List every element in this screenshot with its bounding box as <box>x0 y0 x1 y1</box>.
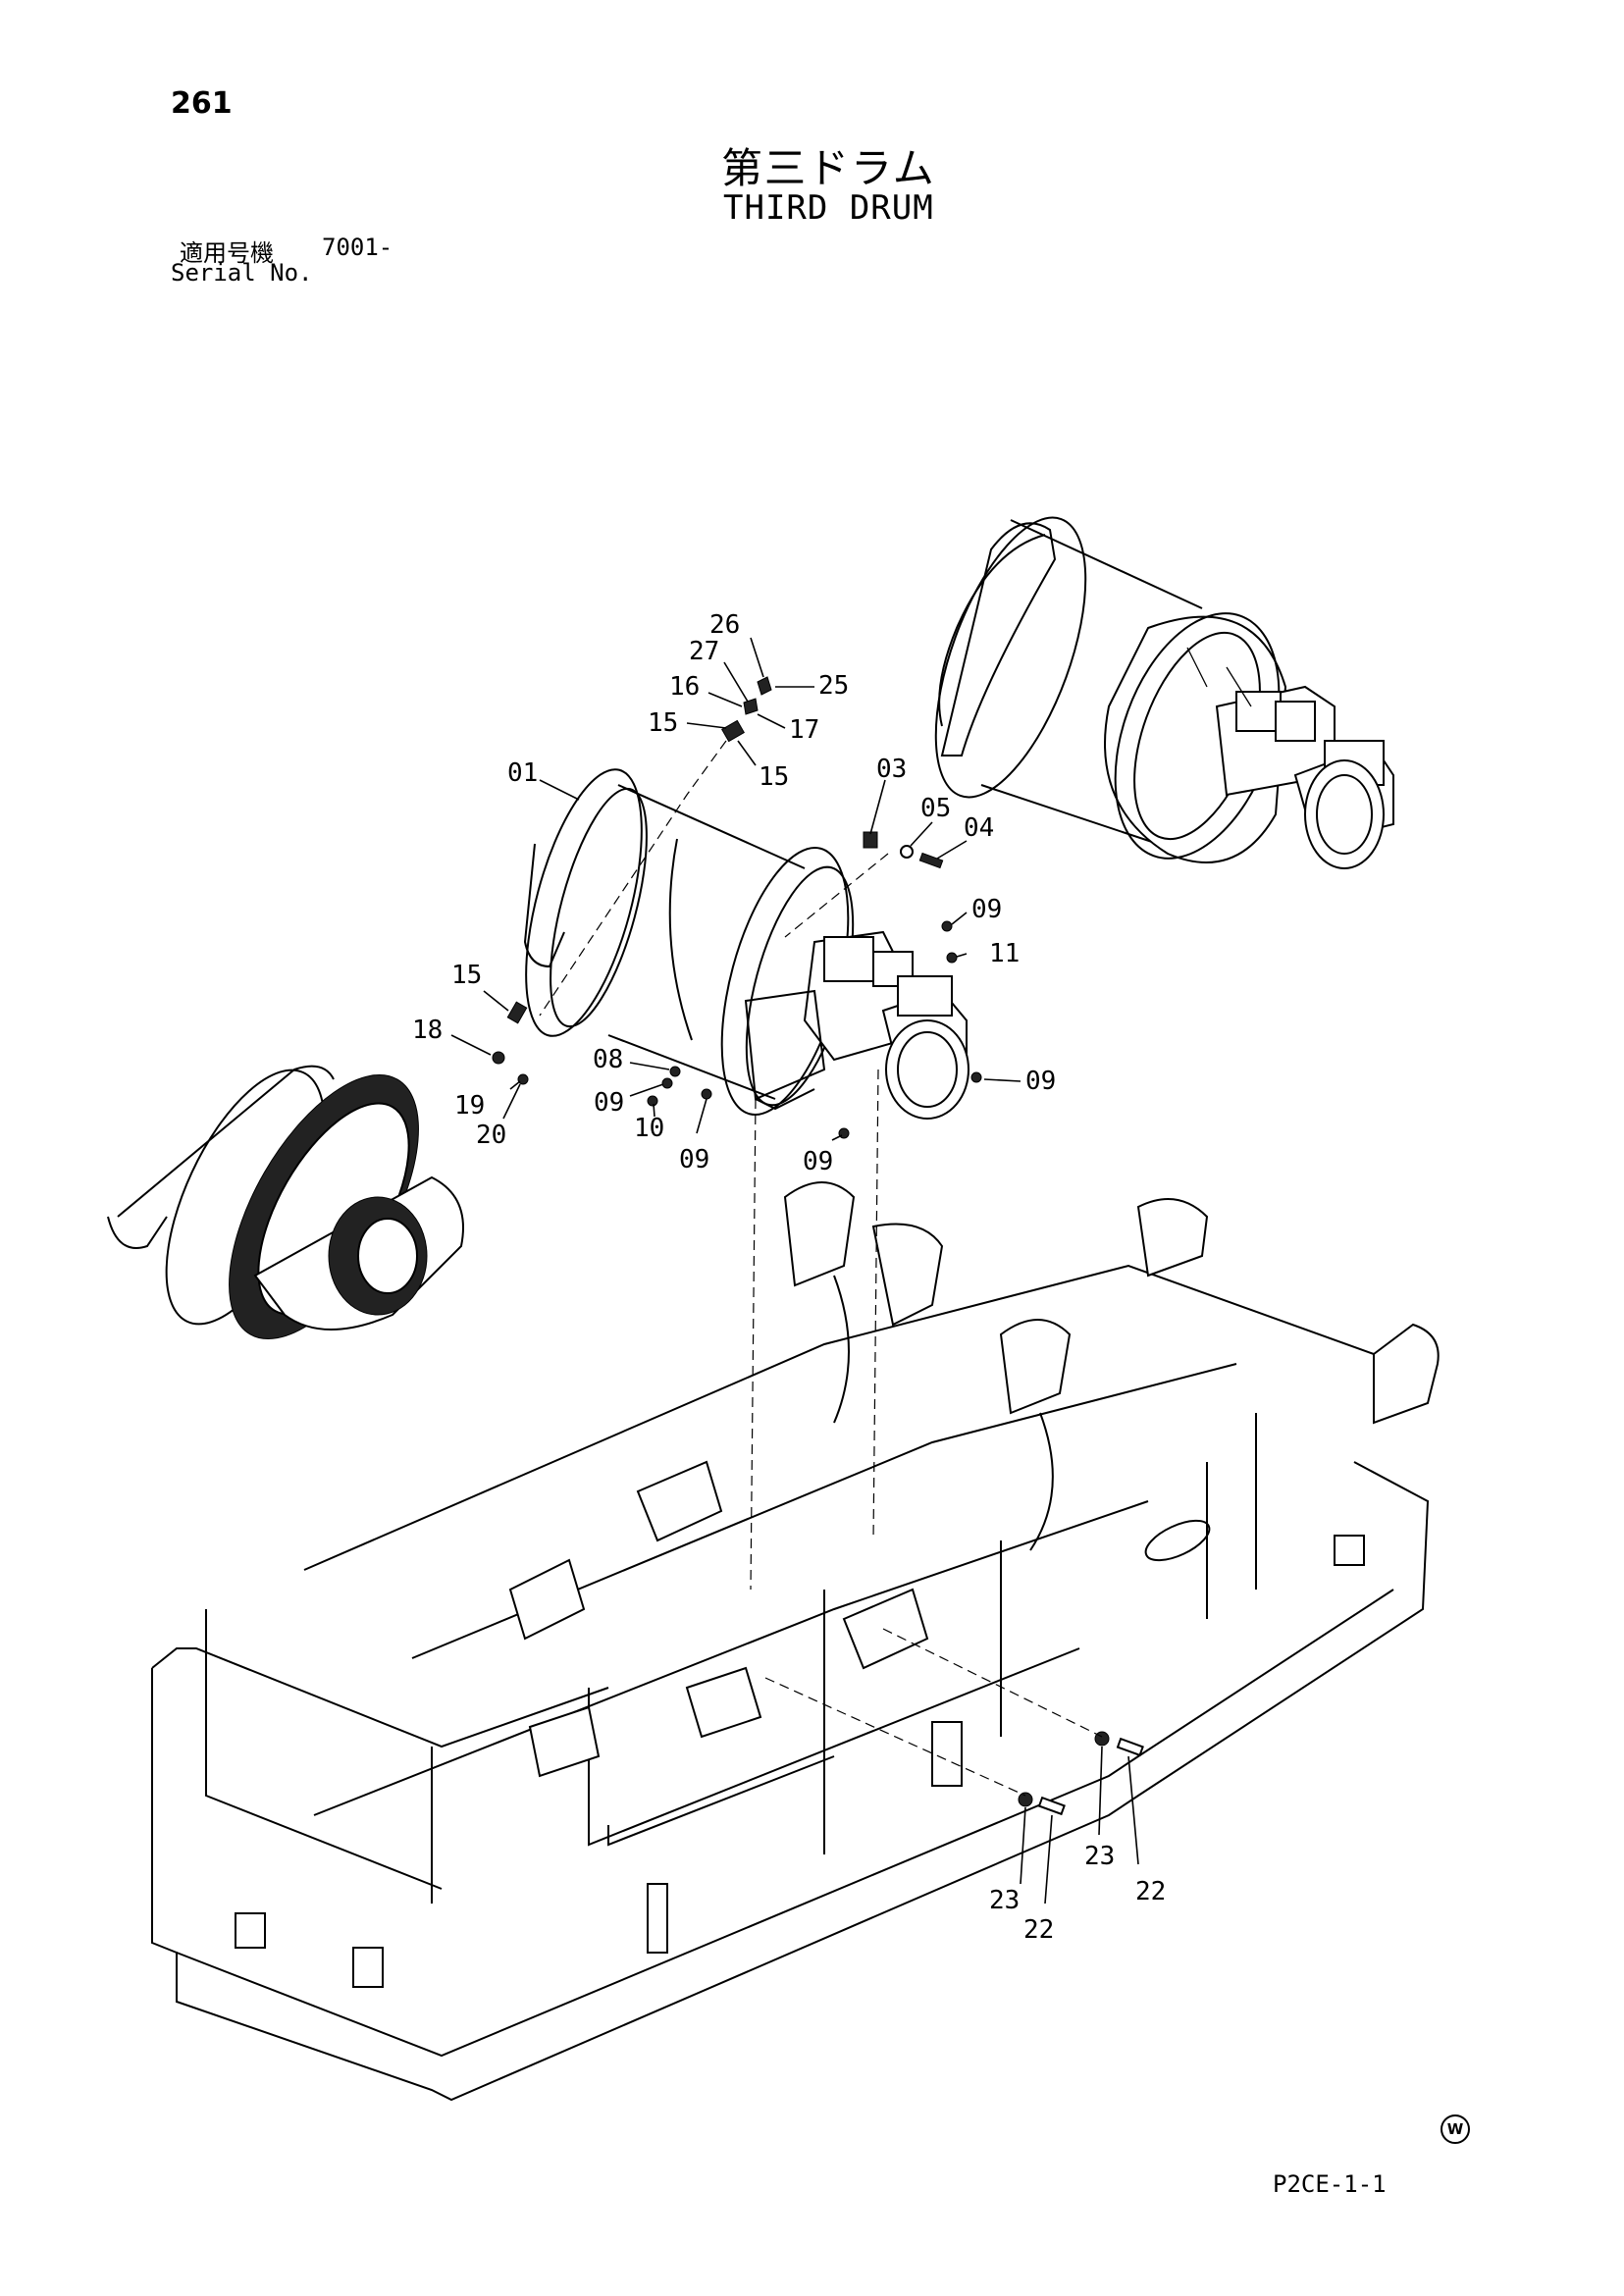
callout-label: 01 <box>507 758 538 788</box>
callouts: 26 27 25 16 17 15 15 01 03 05 04 09 11 1… <box>412 610 1166 1945</box>
serial-label-japanese: 適用号機 <box>180 239 274 267</box>
callout-label: 10 <box>634 1114 664 1143</box>
callout-label: 27 <box>689 637 719 666</box>
callout-label: 25 <box>818 671 849 701</box>
callout-label: 08 <box>593 1045 623 1074</box>
callout-label: 09 <box>971 895 1002 924</box>
callout-label: 17 <box>789 715 819 745</box>
callout-label: 18 <box>412 1016 443 1045</box>
callout-label: 26 <box>709 610 740 640</box>
callout-label: 09 <box>803 1147 833 1176</box>
clutch-assembly <box>107 1065 464 1340</box>
w-mark-icon: W <box>1441 2114 1470 2144</box>
callout-label: 15 <box>759 762 789 792</box>
callout-label: 04 <box>964 813 994 843</box>
callout-label: 20 <box>476 1121 506 1150</box>
callout-label: 23 <box>989 1886 1020 1915</box>
callout-label: 23 <box>1084 1842 1115 1871</box>
figure-code: P2CE-1-1 <box>1273 2170 1387 2198</box>
callout-label: 09 <box>594 1088 624 1118</box>
title-english: THIRD DRUM <box>723 188 934 228</box>
callout-label: 09 <box>679 1145 709 1174</box>
title-japanese: 第三ドラム <box>721 144 936 192</box>
serial-value: 7001- <box>322 234 393 261</box>
callout-label: 05 <box>920 794 951 823</box>
alignment-lines <box>539 740 1103 1797</box>
callout-label: 19 <box>454 1091 485 1121</box>
assembled-drum-view <box>934 516 1394 869</box>
callout-label: 22 <box>1023 1915 1054 1945</box>
callout-label: 11 <box>989 939 1020 968</box>
callout-label: 15 <box>648 708 678 738</box>
callout-label: 03 <box>876 755 907 784</box>
callout-label: 15 <box>451 961 482 990</box>
frame <box>151 1181 1440 2102</box>
callout-label: 09 <box>1025 1067 1056 1096</box>
serial-label-english: Serial No. <box>171 259 313 287</box>
callout-label: 16 <box>669 672 700 702</box>
callout-label: 22 <box>1135 1877 1166 1906</box>
hardware-parts <box>492 676 1144 1816</box>
motor-assembly <box>744 930 969 1120</box>
page-number: 261 <box>171 86 233 121</box>
